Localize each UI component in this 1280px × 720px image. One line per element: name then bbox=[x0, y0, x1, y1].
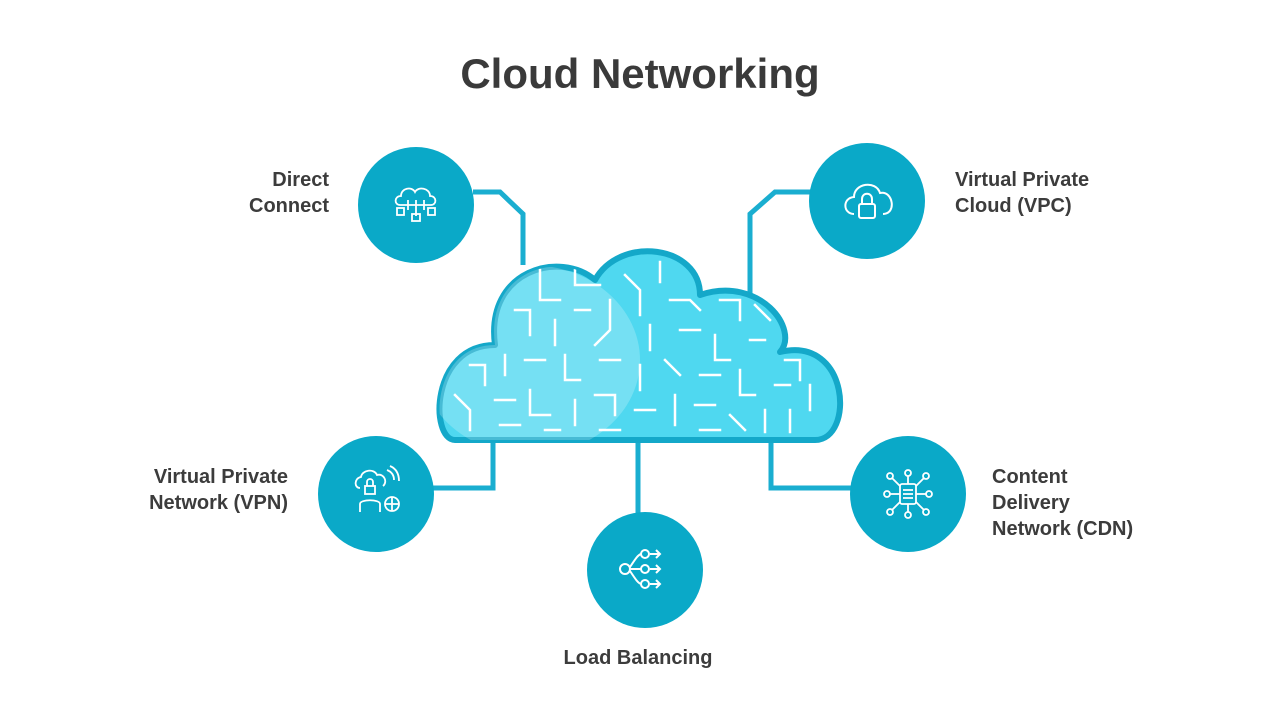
label-line: Cloud (VPC) bbox=[955, 195, 1072, 217]
connector-lines bbox=[433, 189, 853, 515]
label-line: Content bbox=[992, 466, 1068, 488]
cloud-network-icon bbox=[394, 187, 437, 222]
central-cloud bbox=[436, 248, 844, 443]
label-line: Virtual Private bbox=[153, 466, 288, 488]
label-cdn: Content Delivery Network (CDN) bbox=[992, 464, 1212, 542]
label-line: Load Balancing bbox=[563, 647, 713, 669]
node-cdn bbox=[850, 436, 966, 552]
label-line: Delivery bbox=[992, 492, 1070, 514]
load-balancer-icon bbox=[619, 549, 662, 589]
label-direct-connect: Direct Connect bbox=[200, 167, 329, 219]
label-load-balancing: Load Balancing bbox=[518, 645, 758, 671]
label-line: Network (VPN) bbox=[149, 492, 288, 514]
node-vpn bbox=[318, 436, 434, 552]
label-line: Connect bbox=[249, 195, 329, 217]
node-load-balancing bbox=[587, 512, 703, 628]
connector-vpc bbox=[747, 189, 812, 295]
connector-cdn bbox=[768, 440, 853, 491]
label-line: Network (CDN) bbox=[992, 518, 1134, 540]
vpn-user-icon bbox=[354, 465, 400, 512]
page-title: Cloud Networking bbox=[460, 50, 820, 97]
node-vpc bbox=[809, 143, 925, 259]
cdn-hub-icon bbox=[883, 469, 933, 519]
circuit-pattern bbox=[453, 260, 812, 434]
label-vpn: Virtual Private Network (VPN) bbox=[68, 464, 288, 516]
connector-vpn bbox=[433, 440, 496, 491]
label-line: Direct bbox=[272, 169, 329, 191]
connector-direct-connect bbox=[473, 189, 526, 265]
label-line: Virtual Private bbox=[955, 169, 1090, 191]
node-direct-connect bbox=[358, 147, 474, 263]
cloud-lock-icon bbox=[844, 183, 893, 219]
label-vpc: Virtual Private Cloud (VPC) bbox=[955, 167, 1175, 219]
